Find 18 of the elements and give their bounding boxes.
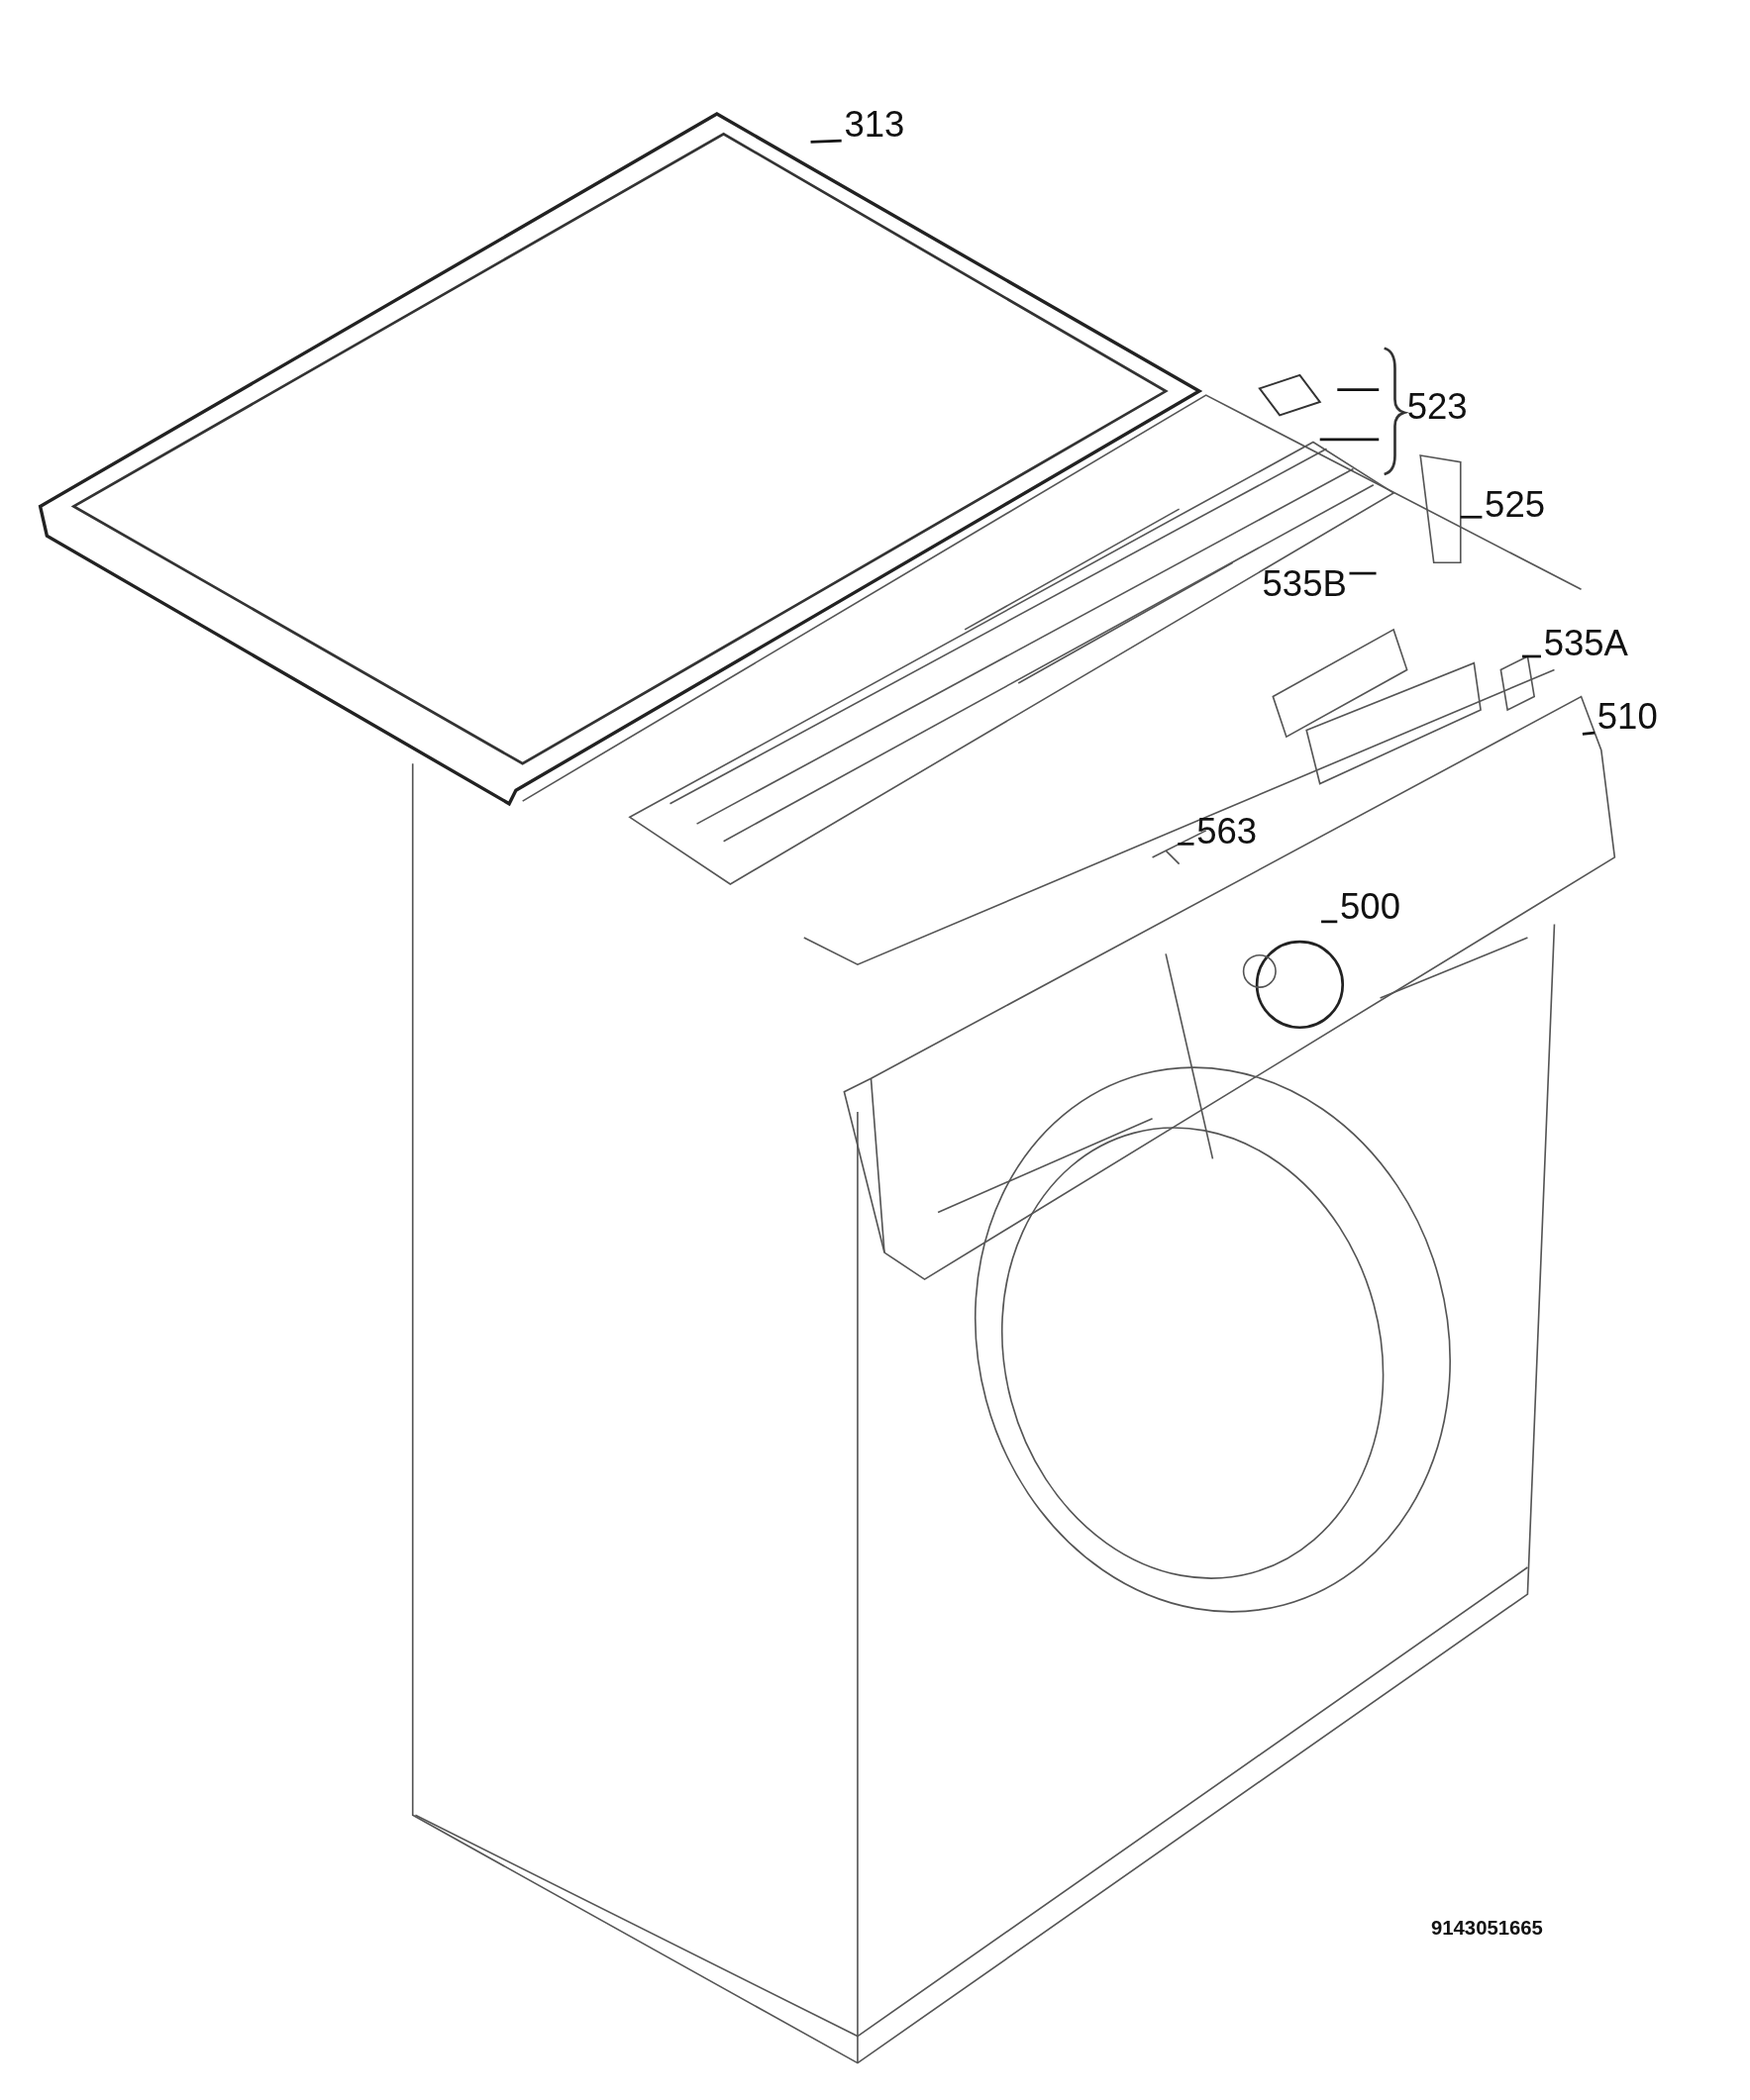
callout-number: 500	[1340, 889, 1400, 926]
leader-line	[1337, 388, 1380, 392]
callout-number: 523	[1406, 389, 1468, 427]
leader-line	[1460, 515, 1483, 519]
callout-number: 510	[1596, 699, 1658, 736]
callout-number: 563	[1196, 814, 1258, 851]
leader-line	[1349, 571, 1377, 575]
leader-line	[1319, 438, 1380, 442]
leader-line	[1582, 731, 1596, 736]
leader-line	[810, 139, 842, 144]
callout-number: 535B	[1262, 566, 1347, 603]
drawing-number: 9143051665	[1431, 1915, 1543, 1939]
leader-line	[1522, 654, 1541, 658]
callout-number: 535A	[1543, 625, 1628, 662]
callout-number: 525	[1485, 487, 1546, 524]
leader-line	[1178, 843, 1194, 846]
callout-number: 313	[844, 107, 905, 144]
leader-line	[1321, 920, 1338, 924]
